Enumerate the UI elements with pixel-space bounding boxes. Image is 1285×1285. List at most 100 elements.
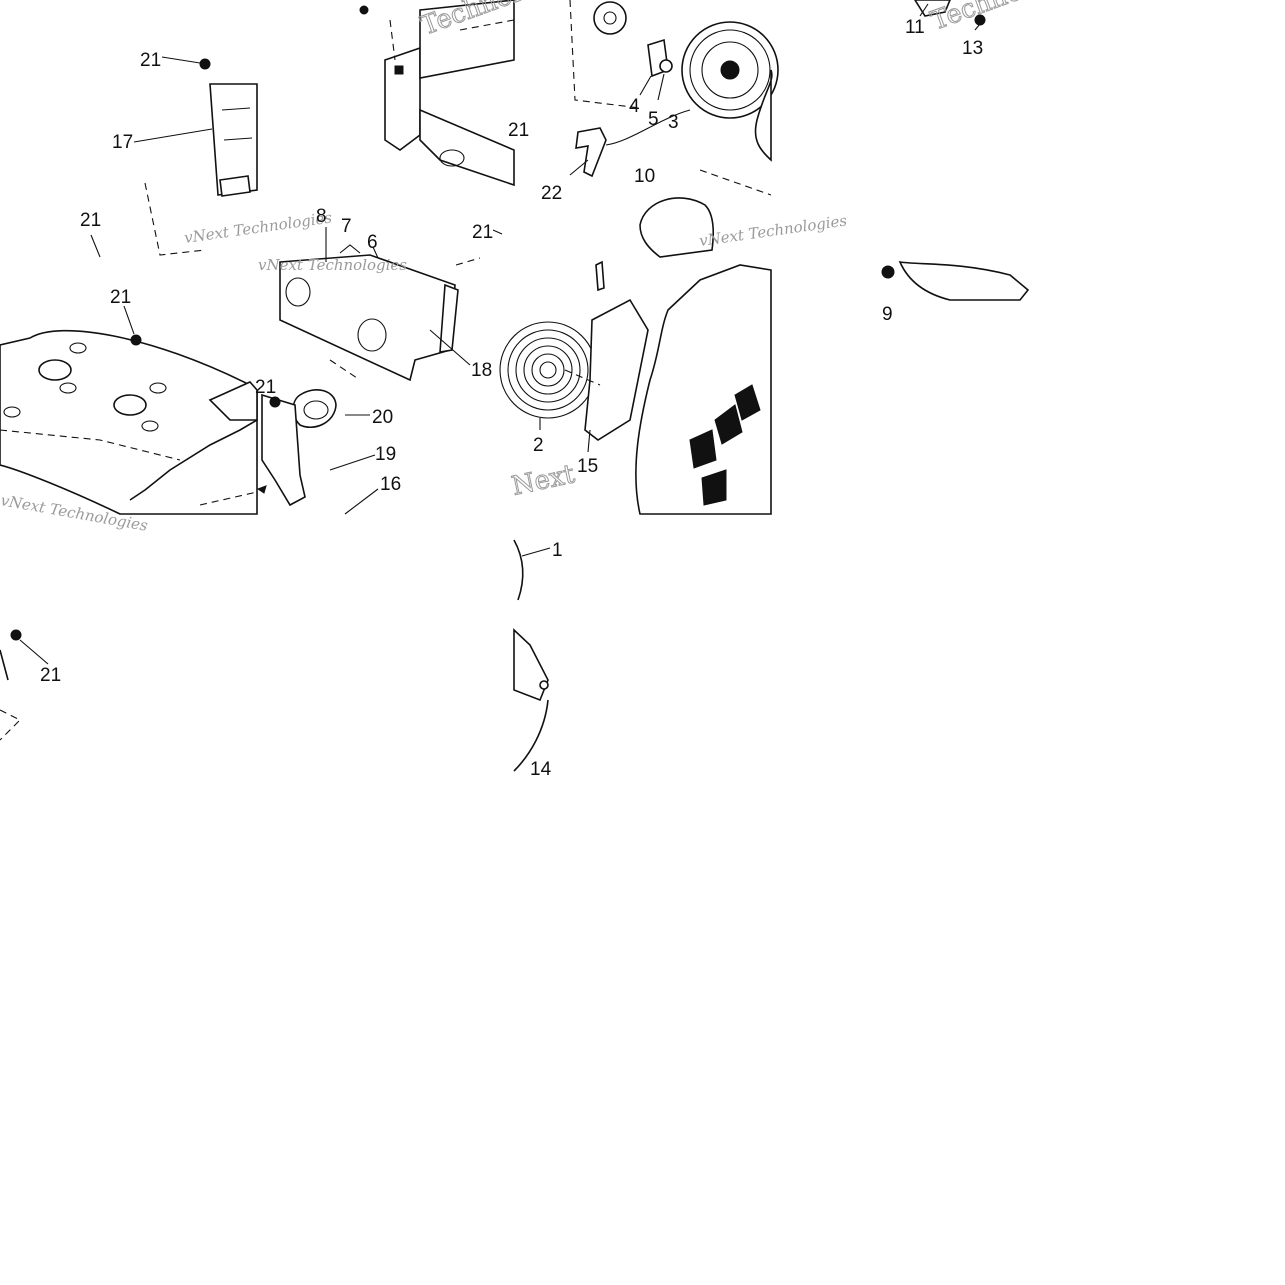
callout-label: 19 [375, 444, 396, 465]
assembly-line-a [144, 182, 206, 256]
callout-label: 21 [40, 665, 61, 686]
nut-21-lower [10, 629, 22, 641]
tile-fastener-9: 9 [881, 260, 1030, 325]
assembly-line-c [569, 0, 641, 109]
shroud-hole-4 [59, 382, 77, 394]
leader-21-lower [19, 639, 49, 665]
leader-21-top [161, 56, 201, 64]
callout-label: 21 [508, 120, 529, 141]
tile-shroud: 21 vNext Technologies [0, 287, 258, 535]
callout-label: 21 [140, 50, 161, 71]
housing-vanes [689, 384, 761, 506]
shroud-hole-3 [69, 342, 87, 354]
leader-1 [521, 547, 551, 557]
starter-cup-center [603, 11, 617, 25]
bolt [595, 260, 605, 292]
leaders-11-13 [919, 3, 981, 31]
pulley-inner [701, 41, 759, 99]
callout-label: 5 [648, 109, 659, 130]
bracket-15 [584, 298, 649, 441]
assembly-line-c2 [699, 169, 772, 196]
callout-label: 15 [577, 456, 598, 477]
baffle-hole-1 [285, 277, 311, 307]
callout-label: 21 [472, 222, 493, 243]
pulley-rim [689, 29, 771, 111]
shroud-hole-2 [113, 394, 147, 416]
shroud-seam [0, 429, 181, 461]
assembly-lines-f [199, 257, 481, 506]
leader-21-left [90, 234, 101, 258]
tile-fasteners-top: 11 13 Technologies [905, 0, 1100, 59]
housing-corner [513, 628, 549, 702]
callout-label: 22 [541, 183, 562, 204]
callout-label: 14 [530, 759, 552, 780]
screw-9 [881, 265, 895, 279]
tile-recoil-starter: 4 5 3 22 10 vNext Technologies [541, 0, 848, 258]
assembly-line-i [0, 709, 21, 741]
tile-blower-housing: 2 15 Next [499, 260, 772, 515]
callout-label: 20 [372, 407, 393, 428]
nut-21-mid [269, 396, 281, 408]
housing-top-panel [419, 0, 515, 79]
edge-line [0, 649, 9, 681]
gasket-opening [303, 400, 329, 420]
callout-label: 1 [552, 540, 563, 561]
tile-housing-top: 21 Technologies [359, 0, 590, 187]
leader-22 [569, 159, 589, 176]
nut-13 [974, 14, 986, 26]
watermark: Next [509, 459, 578, 502]
arrow-marker [256, 485, 267, 494]
callout-label: 17 [112, 132, 133, 153]
housing-stud [394, 65, 404, 75]
nut-21-top [199, 58, 211, 70]
leaders-20-19-16 [329, 414, 379, 515]
bracket-11 [914, 0, 951, 17]
blower-housing-1 [635, 264, 772, 515]
leader-21 [123, 305, 135, 335]
starter-cup [593, 1, 627, 35]
spring-5 [659, 59, 673, 73]
bracket-foot [219, 175, 251, 197]
leader-17 [133, 128, 213, 143]
tile-housing-lower: 1 14 [513, 539, 563, 780]
tile-nut-21-lower: 21 [0, 629, 61, 741]
watermark: Technologies [927, 0, 1099, 37]
leaders-2-15 [539, 418, 591, 453]
callout-label: 16 [380, 474, 401, 495]
callout-label: 3 [668, 112, 679, 133]
callout-label: 6 [367, 232, 378, 253]
shroud-panel-16 [0, 329, 258, 515]
shroud-hole-5 [149, 382, 167, 394]
housing-hole [439, 149, 465, 167]
housing-side [384, 46, 421, 151]
leaders-8-7-6 [325, 227, 379, 262]
housing-screw [539, 680, 549, 690]
callout-label: 9 [882, 304, 893, 325]
shroud-hole-6 [141, 420, 159, 432]
nut-21 [130, 334, 142, 346]
housing-curve-bottom [513, 699, 549, 772]
watermark: vNext Technologies [258, 256, 407, 274]
callout-label: 8 [316, 206, 327, 227]
watermark: vNext Technologies [183, 208, 333, 247]
shroud-flange [208, 381, 258, 421]
callout-label: 10 [634, 166, 655, 187]
starter-housing-cup [639, 197, 715, 258]
assembly-line-b [389, 19, 515, 61]
shroud-hole-1 [38, 359, 72, 381]
callout-label: 21 [110, 287, 131, 308]
pulley-hub [720, 60, 740, 80]
callout-label: 7 [341, 216, 352, 237]
callout-label: 21 [80, 210, 101, 231]
rope-10 [605, 109, 691, 146]
housing-curve-top [513, 539, 524, 601]
baffle-hole-2 [357, 318, 387, 352]
handle-22 [575, 127, 607, 178]
watermark: vNext Technologies [698, 211, 848, 250]
bracket-19 [261, 393, 306, 507]
baffle-lip-18 [439, 283, 459, 353]
assembly-line-g [564, 369, 601, 386]
callout-label: 2 [533, 435, 544, 456]
